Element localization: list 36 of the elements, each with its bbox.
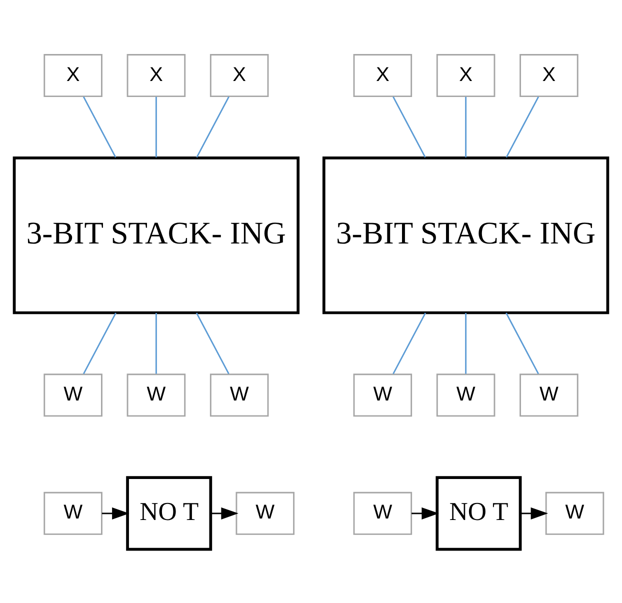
node-box: X	[520, 54, 578, 97]
connector	[392, 96, 426, 158]
connector	[465, 312, 467, 374]
node-box: W	[44, 491, 102, 534]
node-box: 3-BIT STACK- ING	[12, 156, 300, 314]
node-box: W	[126, 373, 186, 416]
connector	[155, 96, 157, 157]
arrow	[520, 506, 548, 519]
arrow	[412, 506, 439, 519]
node-box: X	[210, 54, 269, 97]
connector	[196, 96, 230, 158]
node-box: 3-BIT STACK- ING	[322, 156, 610, 314]
connector	[506, 312, 540, 374]
node-box: NO T	[126, 476, 212, 550]
node-box: W	[210, 373, 269, 416]
node-box: W	[520, 373, 578, 416]
node-box: NO T	[436, 476, 522, 550]
connector	[392, 312, 426, 374]
node-box: X	[353, 54, 412, 97]
node-box: W	[353, 491, 412, 534]
node-box: W	[353, 373, 412, 416]
connector	[82, 312, 116, 374]
connector	[506, 96, 540, 158]
node-box: X	[126, 54, 186, 97]
node-box: W	[436, 373, 496, 416]
connector	[82, 96, 116, 158]
connector	[155, 312, 157, 374]
connector	[196, 312, 230, 374]
node-box: W	[236, 491, 295, 534]
node-box: X	[436, 54, 496, 97]
node-box: W	[44, 373, 102, 416]
arrow	[102, 506, 130, 519]
arrow	[210, 506, 238, 519]
node-box: X	[44, 54, 102, 97]
connector	[465, 96, 467, 157]
node-box: W	[545, 491, 604, 534]
